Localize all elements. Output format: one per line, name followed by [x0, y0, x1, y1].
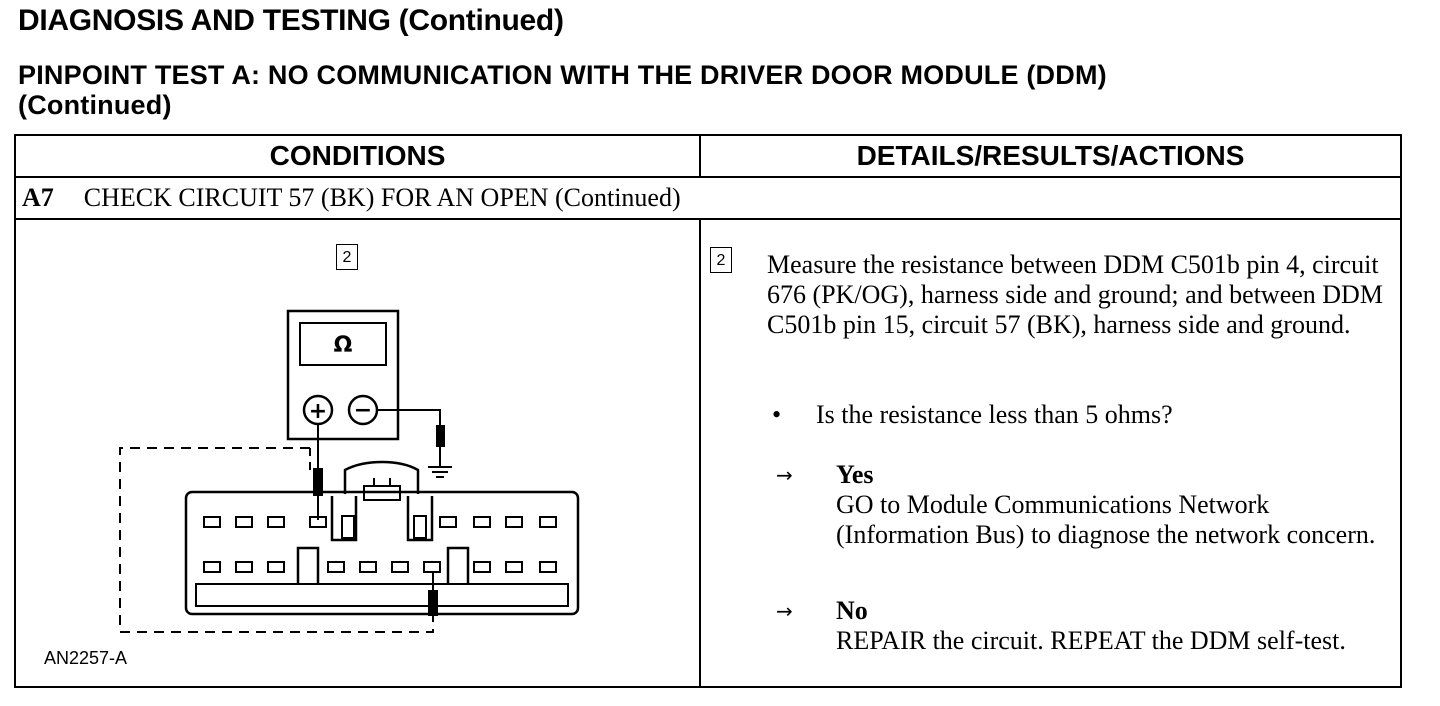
no-result: No REPAIR the circuit. REPEAT the DDM se… [836, 596, 1356, 656]
conditions-header: CONDITIONS [269, 140, 446, 171]
page-title: DIAGNOSIS AND TESTING (Continued) [18, 4, 564, 37]
negative-lead [377, 409, 441, 425]
header-divider [16, 176, 1400, 178]
ohm-symbol-icon: Ω [334, 333, 353, 358]
connector-lower-rail [195, 583, 569, 607]
connector-c501b [184, 490, 580, 616]
resistance-question: Is the resistance less than 5 ohms? [816, 400, 1173, 429]
question-line: • Is the resistance less than 5 ohms? [772, 400, 1173, 430]
right-key-post [446, 546, 470, 584]
negative-probe-icon [436, 425, 445, 447]
no-arrow-icon: → [776, 599, 793, 623]
no-label: No [836, 596, 868, 625]
step-id: A7 [22, 183, 54, 212]
pinpoint-test-title-line1: PINPOINT TEST A: NO COMMUNICATION WITH T… [18, 60, 1107, 90]
pinpoint-test-title: PINPOINT TEST A: NO COMMUNICATION WITH T… [18, 60, 1107, 120]
left-latch [330, 496, 358, 542]
connector-lock-tab [343, 460, 420, 494]
test-table: CONDITIONS DETAILS/RESULTS/ACTIONS A7 CHE… [14, 134, 1402, 688]
details-step-marker: 2 [710, 247, 732, 273]
top-pin-row [203, 516, 557, 528]
bottom-probe-icon [428, 590, 438, 616]
step-title: CHECK CIRCUIT 57 (BK) FOR AN OPEN [83, 183, 549, 212]
yes-action: GO to Module Communications Network (Inf… [836, 490, 1376, 549]
step-row: A7 CHECK CIRCUIT 57 (BK) FOR AN OPEN (Con… [22, 180, 681, 216]
left-key-post [296, 546, 320, 584]
measurement-instruction: Measure the resistance between DDM C501b… [767, 250, 1383, 339]
yes-arrow-icon: → [776, 463, 793, 487]
dashed-jumper [119, 447, 434, 633]
yes-result: Yes GO to Module Communications Network … [836, 460, 1396, 550]
pinpoint-test-title-line2: (Continued) [18, 90, 172, 120]
right-latch [406, 496, 434, 542]
minus-symbol-icon: − [354, 398, 372, 423]
bottom-pin-row [203, 561, 557, 573]
diagram-step-marker: 2 [336, 244, 358, 270]
plus-symbol-icon: + [309, 399, 327, 424]
no-action: REPAIR the circuit. REPEAT the DDM self-… [836, 626, 1346, 655]
body-column-divider [699, 218, 701, 688]
figure-id: AN2257-A [44, 648, 128, 668]
header-column-divider [699, 136, 701, 178]
ohmmeter-body [286, 309, 400, 441]
ohmmeter-display [299, 322, 387, 366]
details-header: DETAILS/RESULTS/ACTIONS [856, 140, 1245, 171]
positive-probe-icon [313, 468, 323, 496]
step-divider [16, 218, 1400, 220]
yes-label: Yes [836, 460, 874, 489]
bullet-icon: • [772, 400, 782, 429]
step-title-suffix: (Continued) [554, 183, 681, 212]
